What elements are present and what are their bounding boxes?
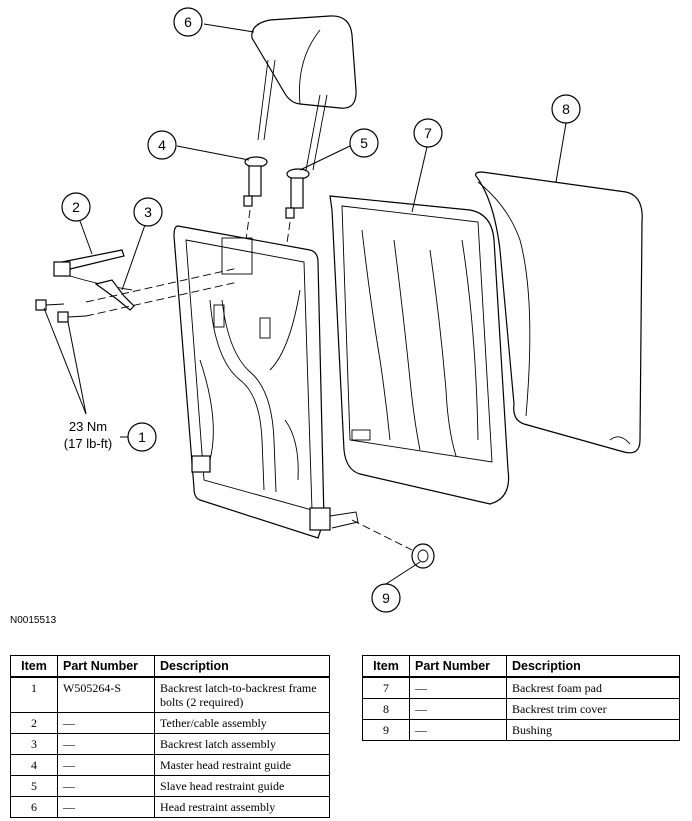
tether-latch-drawing — [53, 249, 135, 311]
cell-part-number: — — [57, 775, 155, 797]
callout-9: 9 — [371, 583, 401, 613]
table-row: 6—Head restraint assembly — [10, 796, 330, 818]
cell-description: Backrest foam pad — [506, 676, 680, 699]
torque-lbft-label: (17 lb-ft) — [64, 436, 112, 451]
svg-text:9: 9 — [382, 590, 390, 606]
header-item: Item — [10, 655, 58, 678]
bolts-drawing — [35, 267, 239, 323]
exploded-view-diagram: 6 4 5 7 8 2 3 1 9 23 Nm (17 lb-ft) — [35, 7, 643, 613]
cell-item: 7 — [362, 676, 410, 699]
table-row: 4—Master head restraint guide — [10, 754, 330, 776]
table-row: 5—Slave head restraint guide — [10, 775, 330, 797]
cell-item: 1 — [10, 676, 58, 713]
backrest-frame-drawing — [173, 225, 359, 539]
svg-text:5: 5 — [360, 135, 368, 151]
cell-description: Tether/cable assembly — [154, 712, 330, 734]
head-restraint-drawing — [251, 15, 357, 171]
table-row: 9—Bushing — [362, 719, 680, 741]
cell-item: 6 — [10, 796, 58, 818]
cell-description: Backrest latch assembly — [154, 733, 330, 755]
cell-part-number: — — [57, 712, 155, 734]
cell-item: 9 — [362, 719, 410, 741]
cell-part-number: — — [409, 719, 507, 741]
table-header-row: Item Part Number Description — [362, 655, 680, 678]
header-part-number: Part Number — [409, 655, 507, 678]
callout-1: 1 — [127, 422, 157, 452]
header-description: Description — [506, 655, 680, 678]
svg-text:2: 2 — [72, 199, 80, 215]
callout-8: 8 — [551, 94, 581, 124]
svg-text:4: 4 — [158, 137, 166, 153]
torque-nm-label: 23 Nm — [69, 419, 107, 434]
callout-5: 5 — [349, 128, 379, 158]
cell-item: 8 — [362, 698, 410, 720]
cell-description: Slave head restraint guide — [154, 775, 330, 797]
table-header-row: Item Part Number Description — [10, 655, 330, 678]
svg-text:6: 6 — [184, 14, 192, 30]
table-row: 2—Tether/cable assembly — [10, 712, 330, 734]
table-row: 3—Backrest latch assembly — [10, 733, 330, 755]
cell-item: 2 — [10, 712, 58, 734]
header-item: Item — [362, 655, 410, 678]
foam-pad-drawing — [329, 195, 510, 505]
master-guide-drawing — [243, 156, 268, 207]
figure-id: N0015513 — [10, 615, 57, 626]
svg-text:3: 3 — [144, 204, 152, 220]
callout-6: 6 — [173, 7, 203, 37]
cell-description: Backrest trim cover — [506, 698, 680, 720]
svg-text:1: 1 — [138, 429, 146, 445]
callout-3: 3 — [133, 197, 163, 227]
table-row: 7—Backrest foam pad — [362, 676, 680, 699]
trim-cover-drawing — [475, 171, 643, 454]
cell-part-number: — — [409, 676, 507, 699]
cell-part-number: — — [57, 754, 155, 776]
cell-description: Bushing — [506, 719, 680, 741]
cell-item: 3 — [10, 733, 58, 755]
cell-item: 5 — [10, 775, 58, 797]
cell-part-number: — — [409, 698, 507, 720]
svg-text:8: 8 — [562, 101, 570, 117]
bushing-drawing — [351, 519, 435, 569]
cell-item: 4 — [10, 754, 58, 776]
header-part-number: Part Number — [57, 655, 155, 678]
callout-4: 4 — [147, 130, 177, 160]
cell-description: Backrest latch-to-backrest frame bolts (… — [154, 676, 330, 713]
cell-part-number: — — [57, 733, 155, 755]
header-description: Description — [154, 655, 330, 678]
parts-table-right: Item Part Number Description 7—Backrest … — [362, 655, 680, 741]
cell-description: Master head restraint guide — [154, 754, 330, 776]
cell-part-number: — — [57, 796, 155, 818]
svg-text:7: 7 — [424, 125, 432, 141]
cell-description: Head restraint assembly — [154, 796, 330, 818]
callout-7: 7 — [413, 118, 443, 148]
cell-part-number: W505264-S — [57, 676, 155, 713]
table-row: 8—Backrest trim cover — [362, 698, 680, 720]
slave-guide-drawing — [285, 168, 310, 219]
callout-2: 2 — [61, 192, 91, 222]
